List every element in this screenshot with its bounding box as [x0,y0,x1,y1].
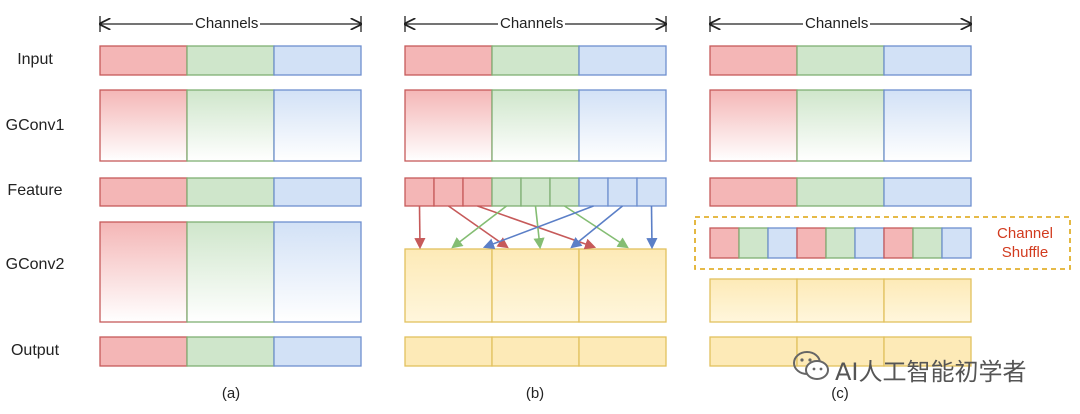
shuffle-arrow-blue [646,205,658,250]
shuffled-channel-green [738,227,769,259]
channels-label-b: Channels [498,15,566,32]
gconv2-yellow-group [491,248,580,323]
output-red-group [99,336,188,367]
input-red-group [99,45,188,76]
input-green-group [186,45,275,76]
shuffle-arrow-green [564,205,629,249]
shuffled-channel-red [883,227,914,259]
output-yellow-group [404,336,493,367]
gconv1-green-group [186,89,275,162]
shuffled-channel-blue [854,227,885,259]
feature-subchannel-green [549,177,580,207]
output-yellow-group [491,336,580,367]
row-label-input: Input [17,51,53,68]
caption-a: (a) [221,385,241,402]
gconv1-red-group [404,89,493,162]
gconv1-green-group [796,89,885,162]
gconv1-blue-group [273,89,362,162]
shuffled-channel-red [709,227,740,259]
shuffle-arrow-blue [570,205,624,249]
gconv1-red-group [99,89,188,162]
shuffled-channel-blue [767,227,798,259]
input-blue-group [883,45,972,76]
gconv2-green-group [186,221,275,323]
channel-shuffle-label: Channel Shuffle [985,224,1065,262]
gconv1-blue-group [578,89,667,162]
feature-green-group [186,177,275,207]
input-blue-group [578,45,667,76]
watermark-text: AI人工智能初学者 [835,358,1027,386]
input-blue-group [273,45,362,76]
output-yellow-group [796,336,885,367]
row-label-gconv2: GConv2 [5,256,65,273]
gconv1-green-group [491,89,580,162]
gconv2-yellow-group [883,278,972,323]
channels-label-c: Channels [803,15,871,32]
input-red-group [709,45,798,76]
input-green-group [796,45,885,76]
shuffled-channel-red [796,227,827,259]
shuffled-channel-green [825,227,856,259]
shuffled-channel-blue [941,227,972,259]
feature-subchannel-blue [578,177,609,207]
output-yellow-group [709,336,798,367]
channel-shuffle-line1: Channel [997,225,1053,242]
gconv2-red-group [99,221,188,323]
feature-subchannel-blue [636,177,667,207]
shuffled-channel-green [912,227,943,259]
shuffle-arrow-green [451,205,507,249]
output-yellow-group [578,336,667,367]
gconv2-yellow-group [709,278,798,323]
input-green-group [491,45,580,76]
shuffle-arrow-red [414,205,426,250]
channels-label-a: Channels [193,15,261,32]
caption-b: (b) [525,385,545,402]
caption-c: (c) [831,385,849,402]
output-blue-group [273,336,362,367]
feature-red-group [99,177,188,207]
feature-subchannel-blue [607,177,638,207]
row-label-gconv1: GConv1 [5,117,65,134]
feature-blue-group [883,177,972,207]
row-label-output: Output [10,342,60,359]
shuffle-arrow-red [448,205,509,249]
output-yellow-group [883,336,972,367]
output-green-group [186,336,275,367]
gconv2-yellow-group [796,278,885,323]
wechat-icon [793,351,829,380]
gconv2-yellow-group [578,248,667,323]
feature-subchannel-green [520,177,551,207]
gconv2-yellow-group [404,248,493,323]
gconv2-blue-group [273,221,362,323]
feature-subchannel-red [462,177,493,207]
feature-subchannel-green [491,177,522,207]
feature-subchannel-red [433,177,464,207]
gconv1-red-group [709,89,798,162]
feature-subchannel-red [404,177,435,207]
gconv1-blue-group [883,89,972,162]
channel-shuffle-line2: Shuffle [1001,244,1049,261]
shuffle-arrow-blue [482,205,594,250]
feature-blue-group [273,177,362,207]
channel-shuffle-box [694,216,1071,270]
row-label-feature: Feature [7,182,63,199]
input-red-group [404,45,493,76]
feature-green-group [796,177,885,207]
feature-red-group [709,177,798,207]
